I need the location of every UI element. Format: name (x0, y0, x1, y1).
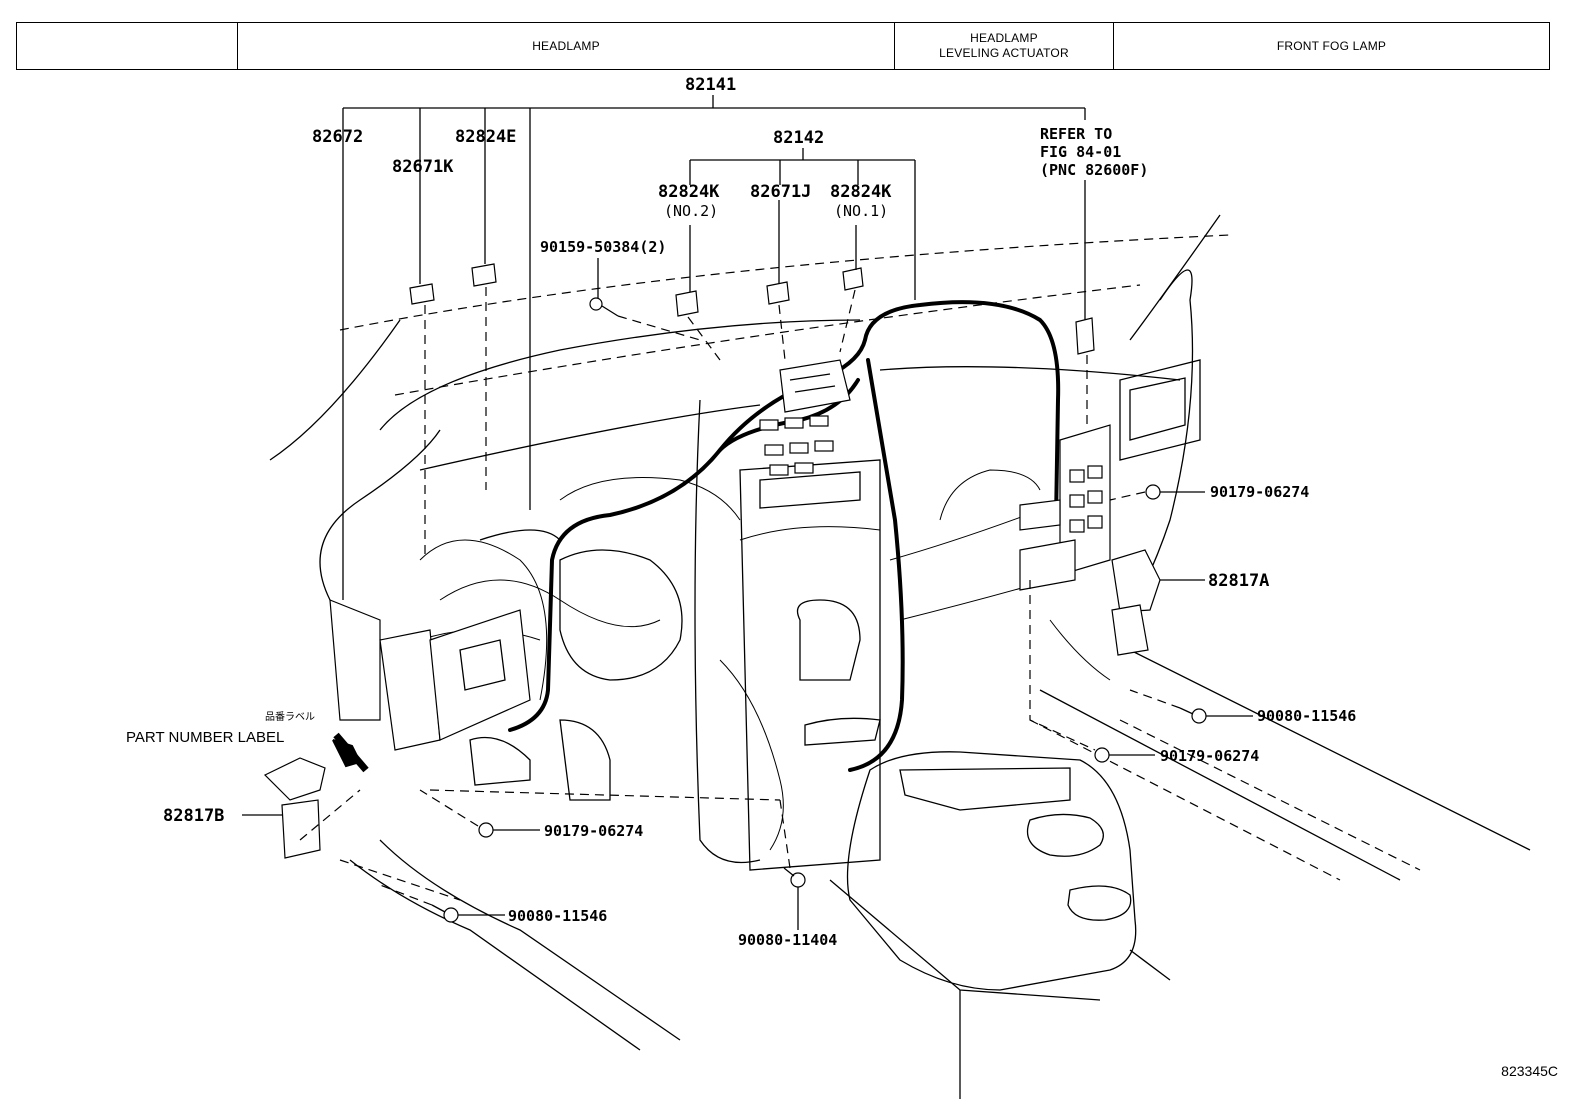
callout-82817B: 82817B (163, 806, 224, 826)
bolt-90159 (589, 297, 619, 317)
section-header-table: HEADLAMP HEADLAMP LEVELING ACTUATOR FRON… (16, 22, 1550, 70)
clip-82824K-no1 (842, 267, 864, 291)
bolt-90080-left (431, 904, 459, 923)
left-lamp-unit (329, 599, 531, 751)
bracket-82817A (1111, 549, 1161, 656)
refer-to-line3: (PNC 82600F) (1040, 161, 1148, 179)
callout-82142: 82142 (773, 128, 824, 148)
bolt-90080-right (1179, 707, 1207, 724)
callout-90179-06274-bottomright: 90179-06274 (1160, 747, 1259, 765)
clip-82824K-no2 (675, 290, 699, 317)
bracket-82817B (263, 757, 326, 859)
header-cell-front-fog-lamp: FRONT FOG LAMP (1113, 23, 1549, 69)
nut-90179-left (478, 822, 494, 838)
junction-block (759, 359, 851, 476)
part-number-label-jp: 品番ラベル (265, 711, 315, 723)
clip-82671K (409, 283, 435, 305)
figure-number: 823345C (1501, 1063, 1558, 1079)
callout-no1: (NO.1) (834, 202, 888, 220)
callout-labels: 82141 82672 82824E 82671K 82142 82824K (… (126, 75, 1356, 949)
callout-no2: (NO.2) (664, 202, 718, 220)
leader-lines (242, 95, 1253, 930)
header-cell-headlamp: HEADLAMP (237, 23, 894, 69)
callout-90080-11546-left: 90080-11546 (508, 907, 607, 925)
refer-to-line2: FIG 84-01 (1040, 143, 1121, 161)
callout-82824K-no2: 82824K (658, 182, 720, 202)
refer-to-line1: REFER TO (1040, 125, 1112, 143)
callout-82672: 82672 (312, 127, 363, 147)
callout-90179-06274-left: 90179-06274 (544, 822, 643, 840)
callout-90179-06274-right: 90179-06274 (1210, 483, 1309, 501)
callout-82817A: 82817A (1208, 571, 1269, 591)
bolt-90080-11404 (783, 867, 806, 888)
part-number-label-text: PART NUMBER LABEL (126, 729, 284, 746)
header-cell-leveling-actuator: HEADLAMP LEVELING ACTUATOR (894, 23, 1113, 69)
relay-box-right (1019, 424, 1111, 591)
callout-82824E: 82824E (455, 127, 516, 147)
callout-90080-11404: 90080-11404 (738, 931, 837, 949)
dashboard-outline (269, 214, 1531, 1099)
callout-90080-11546-right: 90080-11546 (1257, 707, 1356, 725)
callout-90159-50384: 90159-50384(2) (540, 238, 666, 256)
nut-90179-right (1145, 484, 1161, 500)
callout-82671K: 82671K (392, 157, 454, 177)
clip-82824E (471, 263, 497, 287)
part-number-label-arrow (332, 732, 369, 773)
nut-90179-bottomright (1094, 747, 1110, 763)
clip-82671J (766, 281, 790, 305)
fuse-82600F (1075, 317, 1095, 355)
callout-82671J: 82671J (750, 182, 811, 202)
callout-82141: 82141 (685, 75, 736, 95)
callout-82824K-no1: 82824K (830, 182, 892, 202)
